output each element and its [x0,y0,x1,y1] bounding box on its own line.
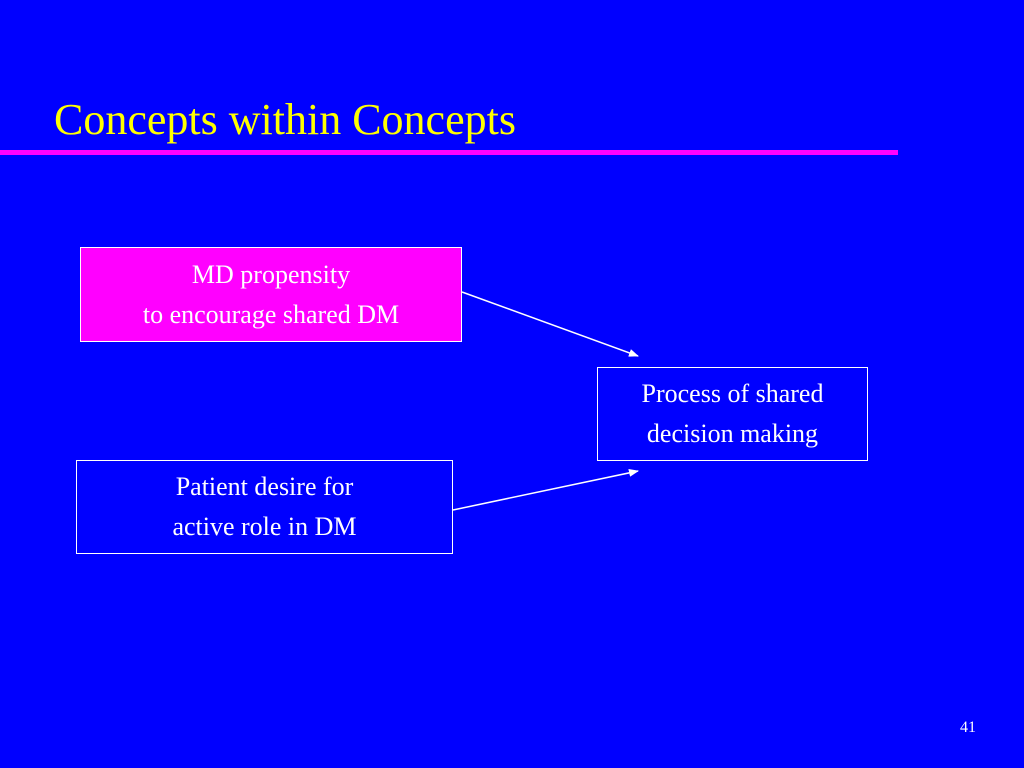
page-number: 41 [960,719,976,736]
patient-desire-box: Patient desire for active role in DM [76,460,453,554]
arrow-md-to-process [461,291,639,357]
patient-desire-line1: Patient desire for [175,472,354,501]
md-propensity-line1: MD propensity [191,259,351,289]
process-line1: Process of shared [641,379,824,408]
md-propensity-line2: to encourage shared DM [142,299,400,329]
process-line2: decision making [646,419,819,448]
arrow-patient-to-process [452,468,639,511]
patient-desire-line2: active role in DM [172,512,357,541]
md-propensity-box: MD propensity to encourage shared DM [80,247,462,342]
slide-title: Concepts within Concepts [54,95,516,144]
shared-decision-process-box: Process of shared decision making [597,367,868,461]
title-underline [0,150,898,155]
